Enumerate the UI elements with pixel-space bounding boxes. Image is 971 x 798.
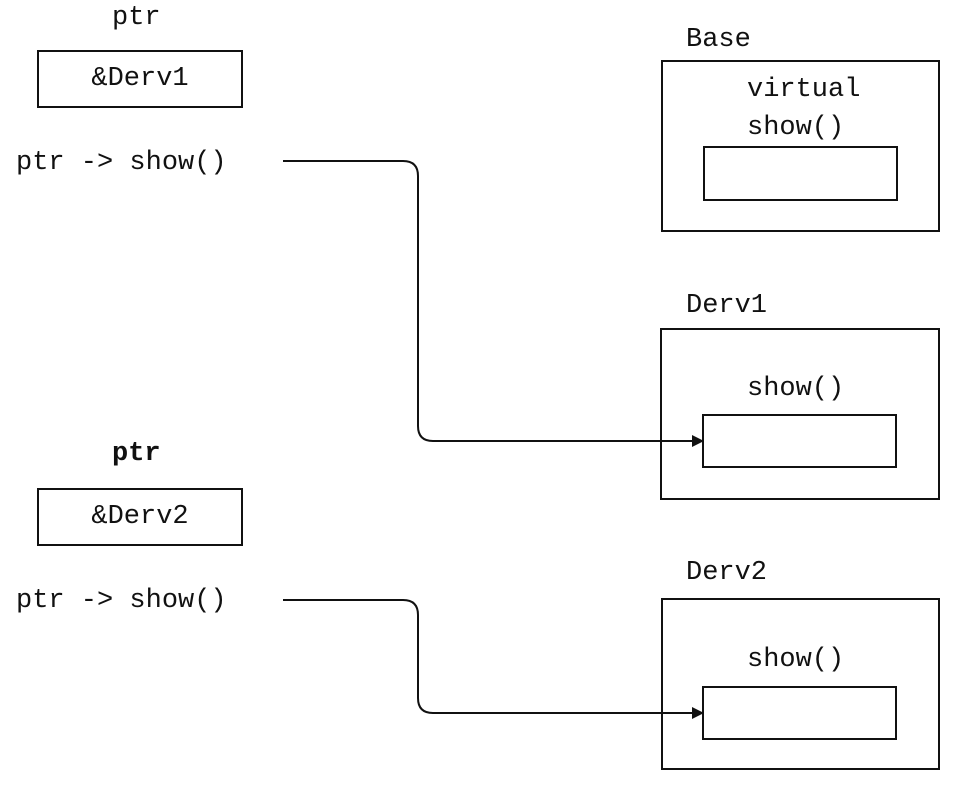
ptr-value-bottom: &Derv2: [91, 502, 189, 532]
ptr-call-bottom: ptr -> show(): [16, 586, 227, 616]
derv2-class-name: Derv2: [686, 558, 768, 588]
derv2-method-slot: [702, 686, 897, 740]
ptr-value-top: &Derv1: [91, 64, 189, 94]
derv1-method-name: show(): [747, 374, 845, 404]
derv1-method-slot: [702, 414, 897, 468]
base-method-virtual: virtual: [747, 75, 861, 105]
derv2-method-name: show(): [747, 645, 845, 675]
ptr-label-top: ptr: [112, 3, 161, 33]
ptr-call-top: ptr -> show(): [16, 148, 227, 178]
derv1-class-name: Derv1: [686, 291, 768, 321]
arrow-ptr-to-derv2-show: [283, 599, 704, 719]
ptr-label-bottom: ptr: [112, 439, 161, 469]
base-class-box: [661, 60, 940, 232]
base-method-slot: [703, 146, 898, 201]
ptr-value-box-bottom: &Derv2: [37, 488, 243, 546]
derv2-class-box: [661, 598, 940, 770]
ptr-value-box-top: &Derv1: [37, 50, 243, 108]
base-class-name: Base: [686, 25, 751, 55]
base-method-name: show(): [747, 113, 845, 143]
arrow-ptr-to-derv1-show: [283, 160, 704, 447]
